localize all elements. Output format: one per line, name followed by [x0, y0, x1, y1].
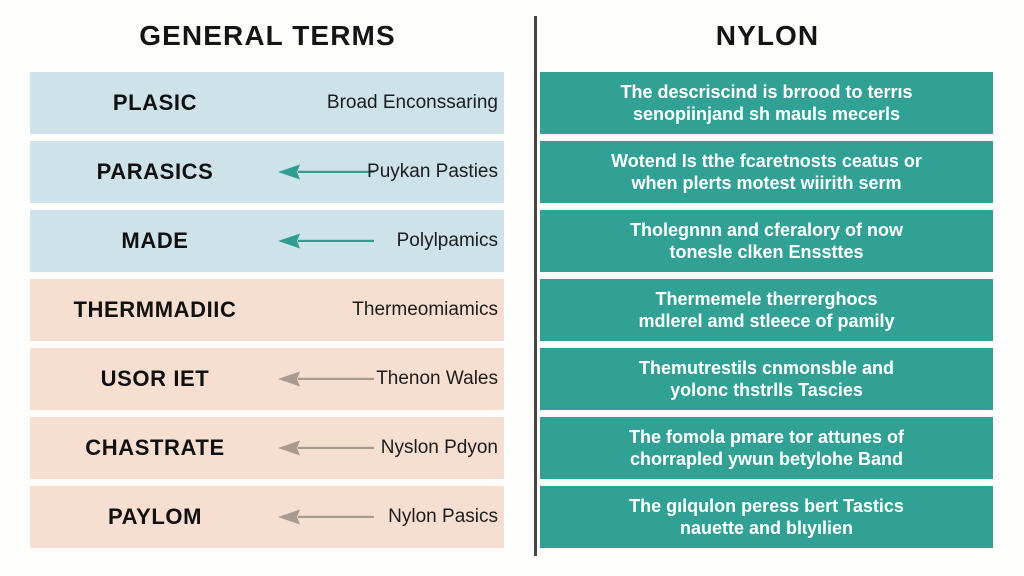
table-row: PAYLOM Nylon Pasics The gılqulon peress be…: [0, 486, 1024, 548]
general-terms-cell: CHASTRATE Nyslon Pdyon: [30, 417, 504, 479]
table-row: PLASIC Broad Enconssaring The descriscind …: [0, 72, 1024, 134]
nylon-description-line-1: The fomola pmare tor attunes of: [628, 426, 905, 447]
nylon-description-line-1: The descriscind is brrood to terrıs: [620, 81, 913, 102]
table-row: USOR IET Thenon Wales Themutrestils cnmons…: [0, 348, 1024, 410]
term-detail-label: Puykan Pasties: [367, 161, 498, 182]
nylon-description-line-2: tonesle clken Enssttes: [669, 242, 864, 262]
general-terms-cell: PARASICS Puykan Pasties: [30, 141, 504, 203]
table-row: THERMMADIIC Thermeomiamics Thermemele ther…: [0, 279, 1024, 341]
column-header-general-terms: GENERAL TERMS: [139, 20, 396, 51]
general-terms-cell: MADE Polylpamics: [30, 210, 504, 272]
general-terms-cell: PLASIC Broad Enconssaring: [30, 72, 504, 134]
term-detail-label: Broad Enconssaring: [326, 92, 498, 113]
term-detail-label: Polylpamics: [396, 230, 498, 251]
nylon-description-line-1: Tholegnnn and cferalory of now: [629, 219, 903, 240]
table-row: CHASTRATE Nyslon Pdyon The fomola pmare to…: [0, 417, 1024, 479]
nylon-description-line-2: mdlerel amd stleece of pamily: [638, 311, 895, 331]
nylon-description-line-2: senopiinjand sh mauls mecerls: [632, 104, 901, 124]
term-detail-label: Nylon Pasics: [388, 506, 498, 527]
table-row: MADE Polylpamics Tholegnnn and cferalory o…: [0, 210, 1024, 272]
table-header-row: GENERAL TERMS NYLON: [0, 0, 1024, 72]
term-detail-label: Thenon Wales: [376, 368, 498, 389]
nylon-description-line-1: Wotend Is tthe fcaretnosts ceatus or: [611, 150, 922, 171]
term-label: THERMMADIIC: [73, 297, 237, 322]
nylon-description-line-2: nauette and blɩyılien: [679, 518, 854, 538]
general-terms-cell: THERMMADIIC Thermeomiamics: [30, 279, 504, 341]
term-label: PAYLOM: [107, 504, 203, 529]
term-label: PARASICS: [96, 159, 214, 184]
nylon-description-line-1: Themutrestils cnmonsble and: [638, 357, 895, 378]
term-detail-label: Thermeomiamics: [352, 299, 498, 320]
column-divider-line: [534, 16, 537, 556]
term-detail-label: Nyslon Pdyon: [380, 437, 498, 458]
nylon-description-line-2: yolonc thstrlls Tascies: [670, 380, 863, 400]
term-label: USOR IET: [100, 366, 210, 391]
nylon-description-line-1: Thermemele therrerghocs: [655, 288, 878, 309]
nylon-description-line-2: when plerts motest wiirith serm: [631, 173, 902, 193]
table-row: PARASICS Puykan Pasties Wotend Is tthe fca…: [0, 141, 1024, 203]
nylon-description-line-2: chorrapled ywun betylohe Band: [629, 449, 904, 469]
nylon-description-line-1: The gılqulon peress bert Tastics: [629, 495, 904, 516]
table-body: PLASIC Broad Enconssaring The descriscind …: [0, 72, 1024, 562]
column-header-nylon: NYLON: [715, 20, 820, 51]
term-label: CHASTRATE: [85, 435, 225, 460]
term-label: PLASIC: [112, 90, 198, 115]
general-terms-cell: USOR IET Thenon Wales: [30, 348, 504, 410]
term-label: MADE: [121, 228, 189, 253]
general-terms-cell: PAYLOM Nylon Pasics: [30, 486, 504, 548]
